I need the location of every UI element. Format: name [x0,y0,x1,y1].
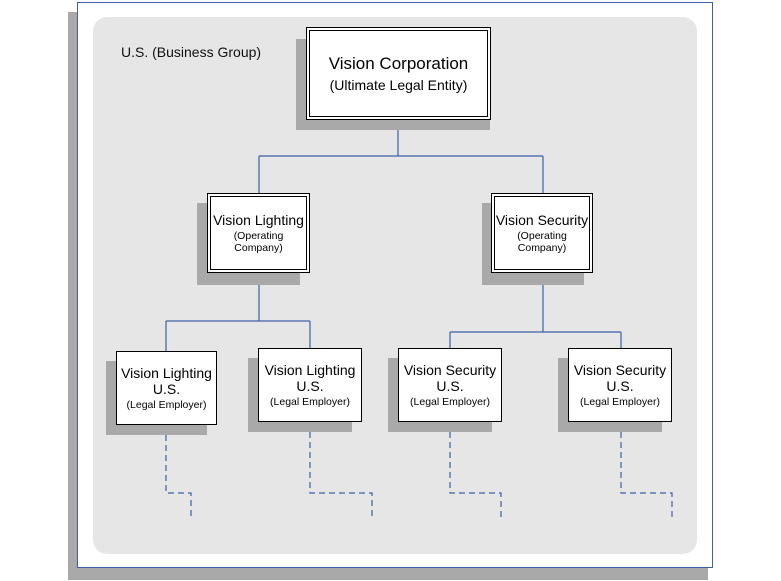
dashed-connector-2 [309,422,373,518]
legal-employer-4[interactable]: Vision Security U.S. (Legal Employer) [568,348,672,422]
dashed-connector-4 [620,422,673,518]
legal-employer-4-title: Vision Security U.S. [573,361,667,394]
connector-security [449,273,622,348]
dashed-connector-3 [449,422,502,518]
legal-employer-2[interactable]: Vision Lighting U.S. (Legal Employer) [258,348,362,422]
legal-employer-1-title: Vision Lighting U.S. [121,364,212,397]
operating-company-security[interactable]: Vision Security (Operating Company) [491,193,593,273]
legal-employer-1-subtitle: (Legal Employer) [126,399,207,412]
legal-employer-1[interactable]: Vision Lighting U.S. (Legal Employer) [116,351,217,425]
legal-employer-3[interactable]: Vision Security U.S. (Legal Employer) [398,348,502,422]
connector-lighting [165,273,311,351]
connector-root [258,120,544,193]
dashed-connector-1 [165,425,192,518]
legal-employer-3-title: Vision Security U.S. [403,361,497,394]
business-group-label: U.S. (Business Group) [121,44,262,60]
legal-employer-3-subtitle: (Legal Employer) [410,396,490,409]
operating-company-security-subtitle: (Operating Company) [517,229,567,255]
operating-company-lighting-title: Vision Lighting [213,211,304,228]
root-node[interactable]: Vision Corporation (Ultimate Legal Entit… [306,27,491,120]
root-node-subtitle: (Ultimate Legal Entity) [329,76,468,93]
operating-company-lighting-subtitle: (Operating Company) [233,229,284,255]
root-node-title: Vision Corporation [328,54,469,74]
operating-company-lighting[interactable]: Vision Lighting (Operating Company) [207,193,310,273]
legal-employer-2-subtitle: (Legal Employer) [270,396,350,409]
legal-employer-4-subtitle: (Legal Employer) [580,396,660,409]
legal-employer-2-title: Vision Lighting U.S. [264,361,356,394]
operating-company-security-title: Vision Security [495,211,589,228]
